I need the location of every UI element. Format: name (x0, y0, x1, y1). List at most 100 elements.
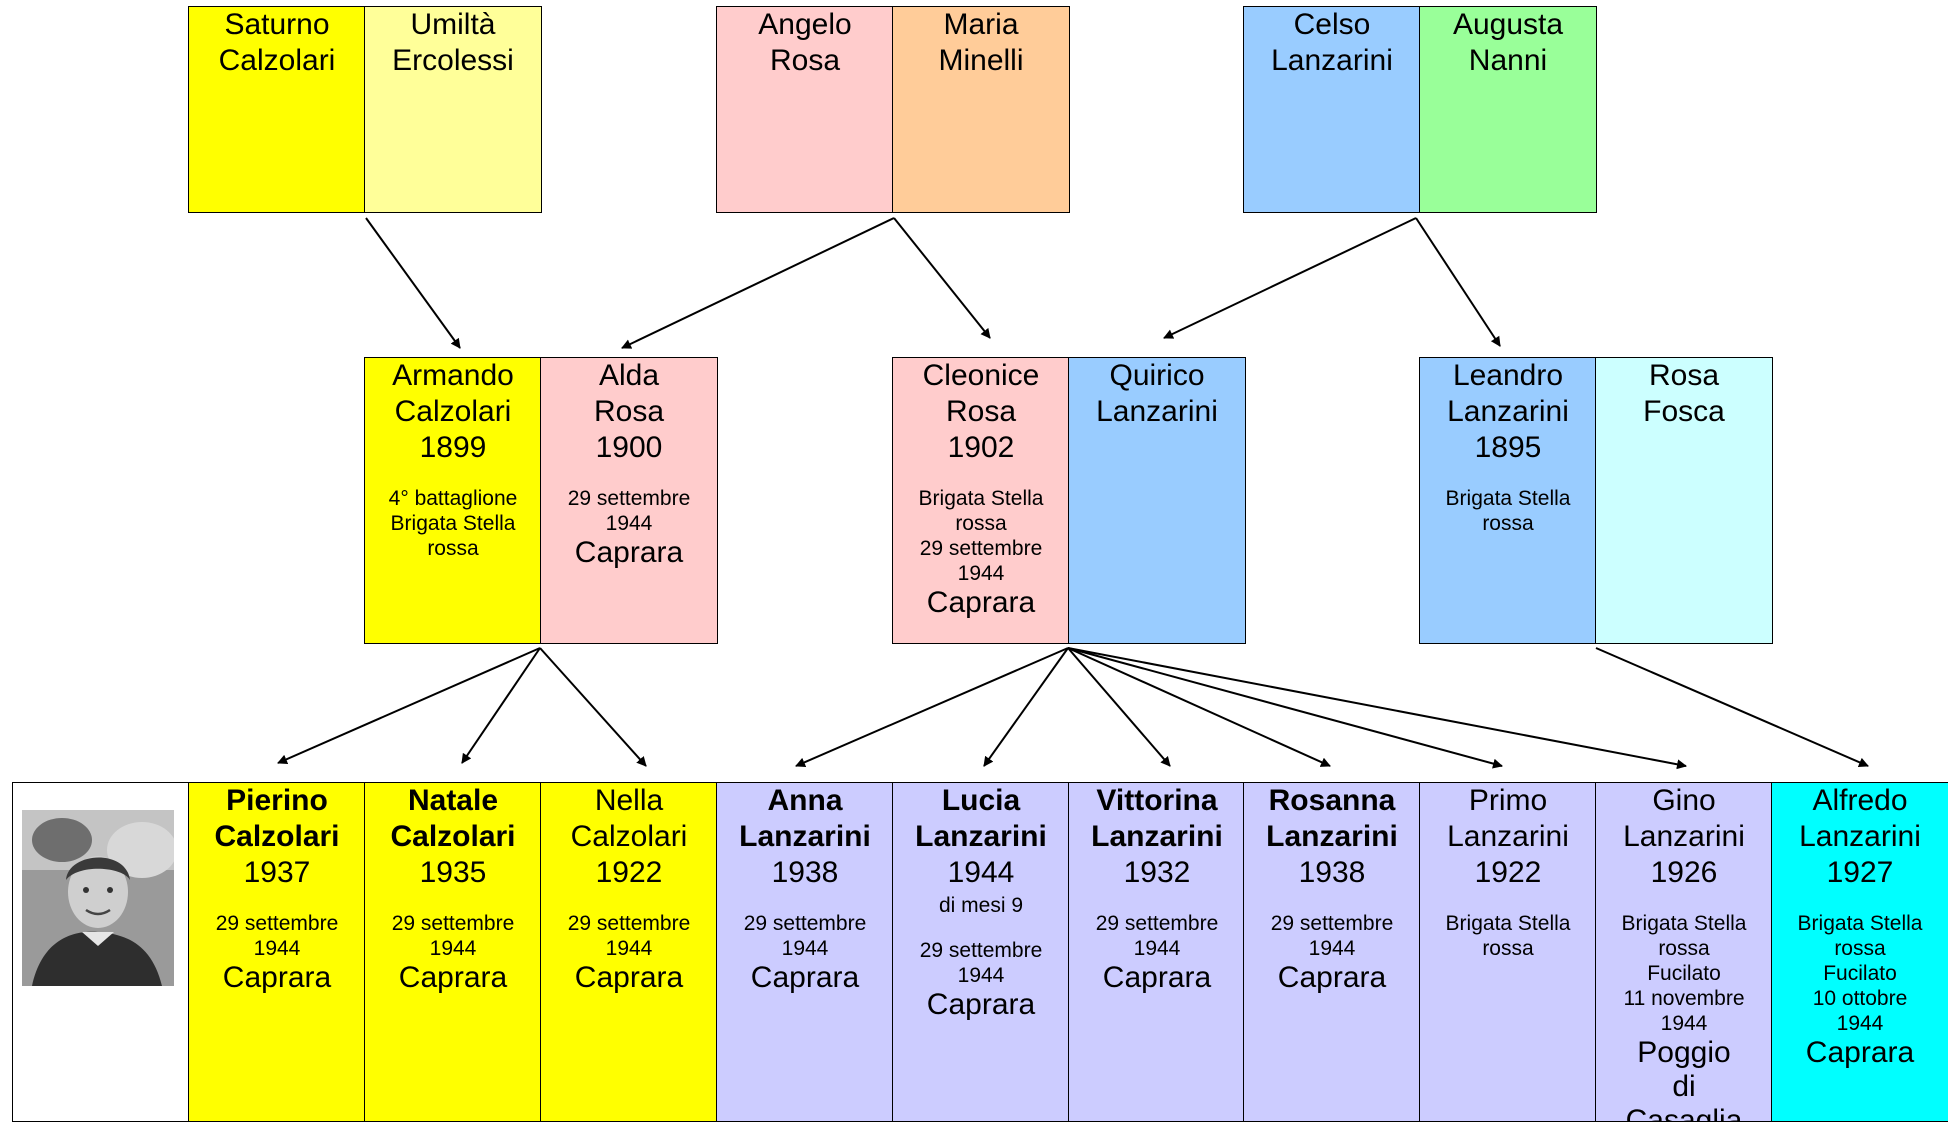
death-place: Caprara (398, 961, 508, 994)
person-celso-lanzarini: Celso Lanzarini (1243, 6, 1421, 213)
note-line: rossa (955, 512, 1007, 535)
arrow-to-natale (461, 647, 541, 764)
last-name: Lanzarini (1447, 820, 1569, 853)
death-date-day: 29 settembre (919, 537, 1043, 560)
arrow-to-vittorina (1067, 647, 1171, 767)
death-date-day: 29 settembre (743, 912, 867, 935)
last-name: Rosa (945, 395, 1017, 428)
first-name: Primo (1468, 784, 1548, 817)
death-place: Caprara (926, 586, 1036, 619)
first-name: Nella (594, 784, 664, 817)
fate: Fucilato (1647, 962, 1721, 985)
person-armando-calzolari: Armando Calzolari 1899 4° battaglione Br… (364, 357, 542, 644)
first-name: Saturno (224, 8, 330, 41)
child-photo (22, 810, 174, 986)
person-nella-calzolari: Nella Calzolari 1922 29 settembre 1944 C… (540, 782, 718, 1122)
arrow-to-lucia (983, 647, 1069, 767)
first-name: Maria (943, 8, 1019, 41)
birth-year: 1944 (947, 856, 1015, 889)
death-date-day: 29 settembre (919, 939, 1043, 962)
last-name: Lanzarini (1623, 820, 1745, 853)
person-primo-lanzarini: Primo Lanzarini 1922 Brigata Stella ross… (1419, 782, 1597, 1122)
first-name: Armando (392, 359, 514, 392)
last-name: Lanzarini (1271, 44, 1393, 77)
last-name: Minelli (938, 44, 1024, 77)
death-date-year: 1944 (957, 562, 1005, 585)
person-anna-lanzarini: Anna Lanzarini 1938 29 settembre 1944 Ca… (716, 782, 894, 1122)
note-line: rossa (1482, 937, 1534, 960)
last-name: Calzolari (214, 820, 340, 853)
first-name: Gino (1652, 784, 1716, 817)
first-name: Augusta (1452, 8, 1564, 41)
death-place: Caprara (222, 961, 332, 994)
birth-year: 1900 (595, 431, 663, 464)
last-name: Ercolessi (392, 44, 514, 77)
birth-year: 1899 (419, 431, 487, 464)
person-vittorina-lanzarini: Vittorina Lanzarini 1932 29 settembre 19… (1068, 782, 1246, 1122)
person-umilta-ercolessi: Umiltà Ercolessi (364, 6, 542, 213)
birth-year: 1922 (1474, 856, 1542, 889)
person-augusta-nanni: Augusta Nanni (1419, 6, 1597, 213)
death-date-year: 1944 (605, 937, 653, 960)
first-name: Umiltà (410, 8, 496, 41)
death-date-day: 29 settembre (567, 487, 691, 510)
person-angelo-rosa: Angelo Rosa (716, 6, 894, 213)
last-name: Calzolari (218, 44, 336, 77)
death-place: Caprara (1102, 961, 1212, 994)
first-name: Rosanna (1268, 784, 1396, 817)
note-line: 4° battaglione (388, 487, 518, 510)
birth-year: 1895 (1474, 431, 1542, 464)
last-name: Lanzarini (1447, 395, 1569, 428)
person-gino-lanzarini: Gino Lanzarini 1926 Brigata Stella rossa… (1595, 782, 1773, 1122)
death-date-day: 29 settembre (1270, 912, 1394, 935)
last-name: Nanni (1468, 44, 1548, 77)
death-date-day: 29 settembre (391, 912, 515, 935)
birth-year: 1938 (1298, 856, 1366, 889)
person-pierino-calzolari: Pierino Calzolari 1937 29 settembre 1944… (188, 782, 366, 1122)
birth-year: 1926 (1650, 856, 1718, 889)
birth-year: 1932 (1123, 856, 1191, 889)
person-alfredo-lanzarini: Alfredo Lanzarini 1927 Brigata Stella ro… (1771, 782, 1948, 1122)
person-maria-minelli: Maria Minelli (892, 6, 1070, 213)
first-name: Cleonice (922, 359, 1040, 392)
note-line: rossa (1482, 512, 1534, 535)
last-name: Lanzarini (1799, 820, 1921, 853)
arrow-calzolari-to-armando (365, 217, 461, 349)
death-place: Caprara (926, 988, 1036, 1021)
first-name: Quirico (1109, 359, 1205, 392)
last-name: Calzolari (570, 820, 688, 853)
death-place: Caprara (574, 536, 684, 569)
note-line: Brigata Stella (1621, 912, 1747, 935)
last-name: Lanzarini (915, 820, 1047, 853)
last-name: Lanzarini (1266, 820, 1398, 853)
person-cleonice-rosa: Cleonice Rosa 1902 Brigata Stella rossa … (892, 357, 1070, 644)
note-line: Brigata Stella (1445, 487, 1571, 510)
death-date-day: 10 ottobre (1812, 987, 1908, 1010)
arrow-to-nella (539, 647, 647, 767)
first-name: Leandro (1452, 359, 1564, 392)
death-place: Caprara (574, 961, 684, 994)
first-name: Alda (598, 359, 660, 392)
arrow-to-pierino (277, 647, 541, 764)
person-lucia-lanzarini: Lucia Lanzarini 1944 di mesi 9 29 settem… (892, 782, 1070, 1122)
death-date-day: 29 settembre (215, 912, 339, 935)
first-name: Anna (767, 784, 843, 817)
last-name: Lanzarini (1091, 820, 1223, 853)
birth-year: 1937 (243, 856, 311, 889)
person-rosa-fosca: Rosa Fosca (1595, 357, 1773, 644)
last-name: Lanzarini (739, 820, 871, 853)
birth-year: 1927 (1826, 856, 1894, 889)
note-line: rossa (1658, 937, 1710, 960)
first-name: Rosa (1648, 359, 1720, 392)
death-date-year: 1944 (605, 512, 653, 535)
note-line: Brigata Stella (390, 512, 516, 535)
note-line: Brigata Stella (918, 487, 1044, 510)
death-date-year: 1944 (1133, 937, 1181, 960)
first-name: Natale (407, 784, 499, 817)
birth-year: 1938 (771, 856, 839, 889)
last-name: Calzolari (390, 820, 516, 853)
birth-year: 1922 (595, 856, 663, 889)
first-name: Lucia (941, 784, 1021, 817)
first-name: Pierino (226, 784, 328, 817)
person-rosanna-lanzarini: Rosanna Lanzarini 1938 29 settembre 1944… (1243, 782, 1421, 1122)
